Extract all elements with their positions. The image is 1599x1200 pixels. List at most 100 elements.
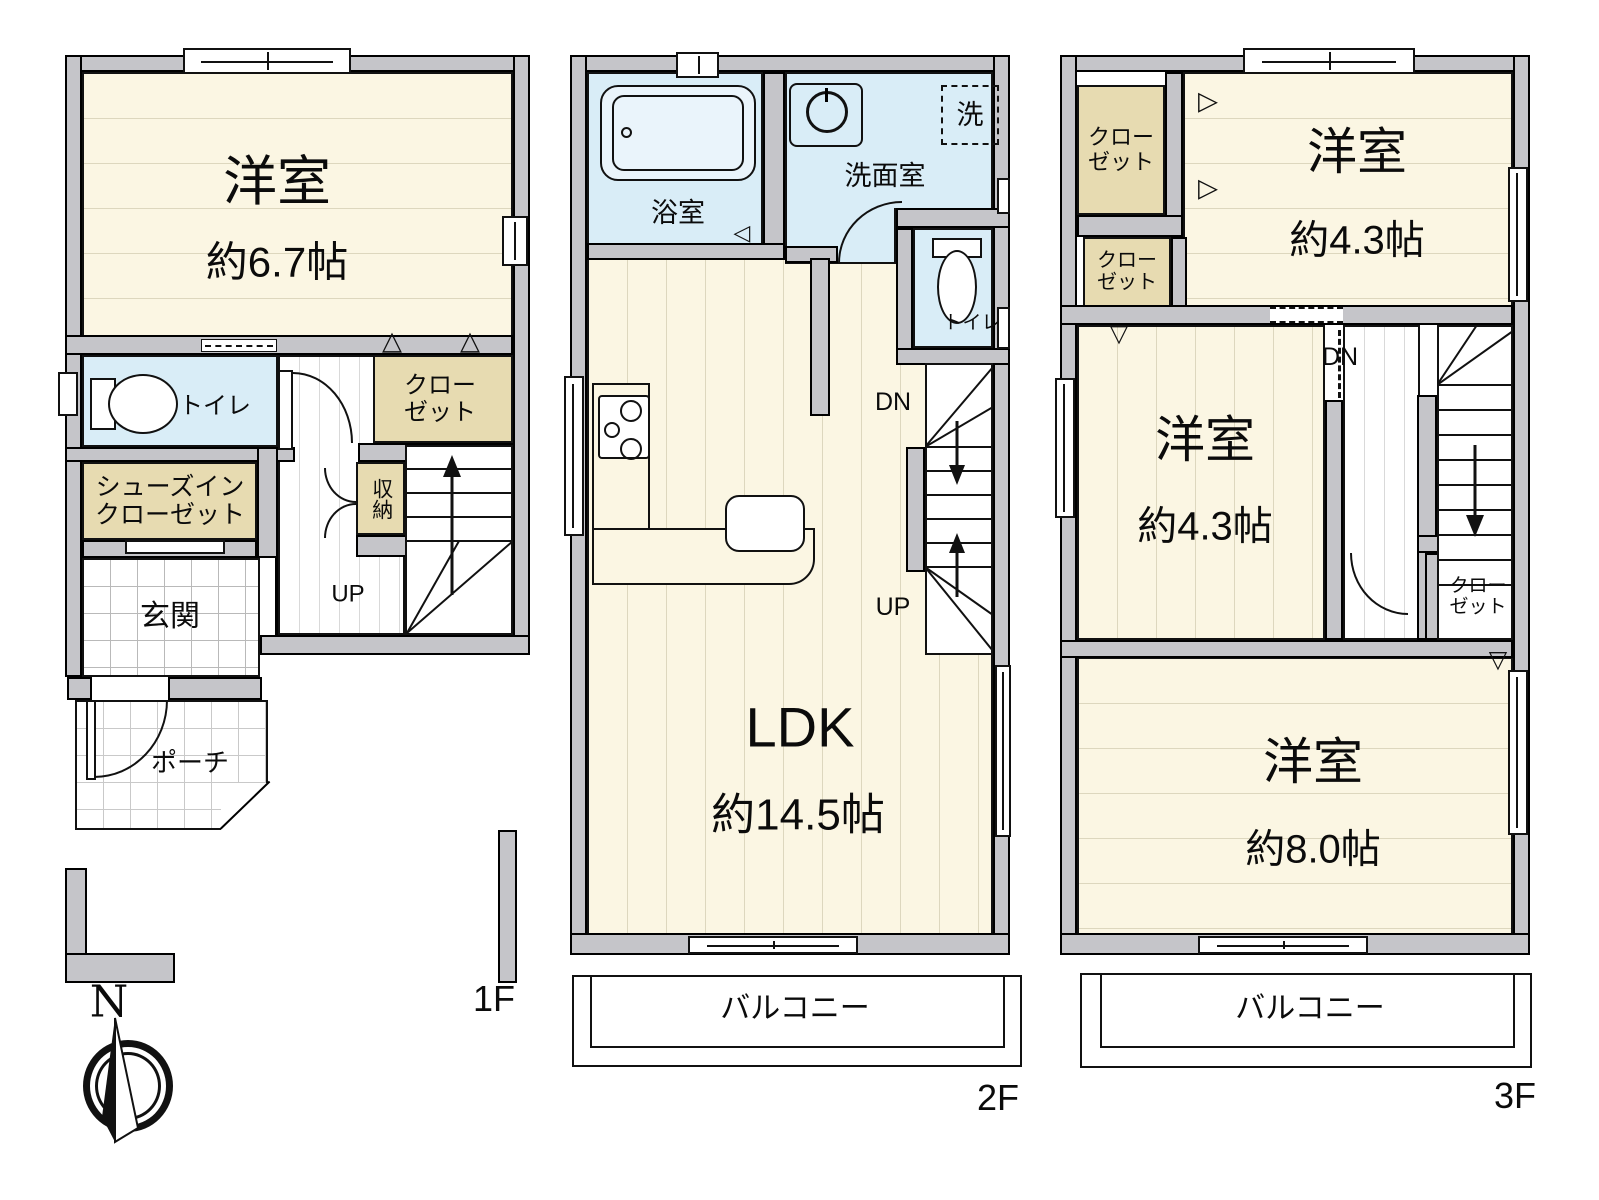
f3-balcony-inner: [1100, 973, 1515, 1048]
wall: [65, 335, 513, 355]
f1-room-yoshitsu-floor: [82, 72, 513, 355]
f1-genkan-label: 玄関: [140, 600, 200, 634]
f2-floor-label: 2F: [976, 1076, 1020, 1118]
kitchen-sink: [725, 495, 805, 552]
wall: [810, 258, 830, 416]
f1-storage-floor: [356, 462, 405, 535]
f3-closet1-floor: [1077, 85, 1165, 215]
wall: [570, 55, 1010, 72]
f1-window-toilet: [58, 372, 78, 416]
f3-closet1-label: クローゼット: [1087, 124, 1155, 174]
f3-sliding-door: [1198, 936, 1368, 954]
f1-genkan-floor: [82, 558, 260, 677]
f1-shoes-closet-label: シューズインクローゼット: [94, 473, 246, 529]
washbasin-tap: [825, 88, 828, 102]
f3-room3-floor: [1077, 657, 1513, 935]
f3-stairs: [1437, 325, 1513, 640]
f1-shoes-door-notch: [125, 540, 225, 554]
f3-closet1-swing-icon: ▷: [1198, 85, 1218, 116]
f3-room1-floor: [1183, 72, 1513, 307]
f3-room2-size: 約4.3帖: [1137, 504, 1273, 549]
f2-laundry-label: 洗: [956, 99, 984, 130]
f2-window-right-upper: [997, 178, 1010, 214]
f3-closet1-swing-icon: ▷: [1198, 172, 1218, 203]
f1-yoshitsu-opening: [201, 339, 277, 352]
f1-closet-label: クローゼット: [404, 372, 476, 426]
f1-porch-label: ポーチ: [150, 747, 230, 778]
f3-opening-dashed: [1270, 307, 1343, 323]
wall: [896, 208, 1010, 228]
wall: [257, 447, 278, 558]
f2-ldk-size: 約14.5帖: [711, 790, 885, 840]
stove-burner: [620, 400, 642, 422]
wall: [906, 447, 925, 572]
f2-toilet-label: トイレ: [943, 312, 1001, 334]
f2-window-left: [564, 376, 584, 536]
site-wall-fragment: [65, 953, 175, 983]
f2-window-right-large: [995, 665, 1011, 837]
stove-burner: [620, 438, 642, 460]
f3-hall-dashed-line: [1338, 330, 1341, 398]
f3-closet2-swing-icon: ▽: [1109, 320, 1129, 348]
f1-toilet-label: トイレ: [179, 392, 251, 420]
f1-up-label: UP: [331, 580, 365, 608]
wall: [587, 243, 785, 260]
f1-storage-label: 収納: [369, 478, 393, 520]
wall: [260, 635, 530, 655]
f2-up-label: UP: [875, 593, 911, 621]
f2-ldk-name: LDK: [745, 695, 855, 759]
wall: [1171, 237, 1187, 310]
f1-room-size: 約6.7帖: [205, 238, 349, 286]
f3-window-left-mid: [1055, 378, 1075, 518]
f3-closet3-swing-icon: ▽: [1488, 646, 1508, 674]
f1-closet-swing-icon: △: [382, 325, 402, 356]
f3-room3-size: 約8.0帖: [1245, 827, 1381, 872]
f2-stairs: [925, 363, 993, 655]
f2-washroom-label: 洗面室: [844, 160, 926, 191]
toilet-fixture-bowl: [937, 250, 977, 324]
f3-window-right-lower: [1508, 670, 1528, 835]
f3-room1-name: 洋室: [1307, 124, 1407, 180]
f3-room2-name: 洋室: [1155, 412, 1255, 468]
f3-balcony-label: バルコニー: [1235, 992, 1385, 1026]
f3-window-top: [1243, 48, 1415, 74]
wall: [65, 55, 82, 677]
f3-closet2-label: クローゼット: [1097, 249, 1157, 294]
wall: [1325, 400, 1343, 640]
stove-burner: [604, 422, 620, 438]
f2-window-top: [676, 52, 719, 78]
toilet-fixture-bowl: [108, 374, 178, 434]
compass-north-label: N: [89, 976, 129, 1028]
kitchen-counter-seam: [596, 532, 646, 581]
bathtub-inner: [612, 95, 744, 171]
f2-bath-label: 浴室: [651, 197, 705, 228]
wall: [1077, 215, 1183, 237]
compass-needle-icon: [102, 1017, 140, 1144]
wall: [168, 677, 262, 700]
bath-door-icon: ◁: [733, 220, 751, 245]
f3-floor-label: 3F: [1493, 1074, 1537, 1116]
f1-window-right: [502, 216, 528, 266]
f2-balcony-inner: [590, 975, 1005, 1048]
f3-room1-size: 約4.3帖: [1289, 218, 1425, 263]
f1-stairs: [405, 445, 513, 635]
f2-balcony-label: バルコニー: [720, 992, 870, 1026]
site-wall-fragment: [498, 830, 517, 983]
genkan-step-line: [275, 558, 278, 637]
f2-window-right-mid: [997, 307, 1010, 349]
f3-dn-label: DN: [1321, 343, 1359, 371]
f3-window-right-upper: [1508, 167, 1528, 302]
bathtub-drain: [621, 127, 632, 138]
f1-closet-swing-icon: △: [460, 325, 480, 356]
f1-floor-label: 1F: [472, 977, 516, 1019]
f1-porch-corner-cover: [221, 783, 270, 832]
wall: [763, 72, 785, 258]
f3-room2-floor: [1077, 325, 1325, 640]
f1-shoes-closet-floor: [82, 462, 257, 540]
wall: [1060, 640, 1513, 658]
f2-dn-label: DN: [874, 388, 912, 416]
f1-room-name: 洋室: [223, 151, 331, 212]
f2-sliding-door: [688, 936, 858, 954]
f3-closet3-label: クローゼット: [1449, 575, 1507, 618]
